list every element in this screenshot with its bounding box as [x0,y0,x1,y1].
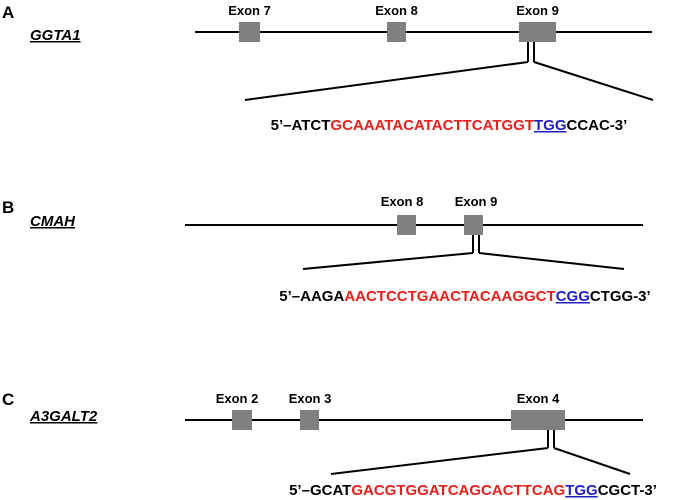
panel-letter-b: B [2,198,14,217]
panel-c: C A3GALT2 Exon 2 Exon 3 Exon 4 5’–GCATGA… [2,390,657,499]
seq-pam-c: TGG [565,482,598,499]
seq-target-c: GACGTGGATCAGCACTTCAG [351,482,565,499]
seq-suffix-a: CCAC-3’ [566,117,627,134]
seq-target-a: GCAAATACATACTTCATGGT [330,117,534,134]
panel-letter-a: A [2,3,14,22]
seq-prefix-b: 5’–AAGA [279,288,344,305]
exon-box-c-2 [232,410,252,430]
seq-suffix-c: CGCT-3’ [598,482,657,499]
exon-label-a-8: Exon 8 [375,3,418,18]
seq-suffix-b: CTGG-3’ [590,288,651,305]
exon-label-c-2: Exon 2 [216,391,259,406]
gene-name-cmah: CMAH [30,213,76,230]
zoom-connector-a [244,42,654,101]
sequence-c: 5’–GCATGACGTGGATCAGCACTTCAGTGGCGCT-3’ [289,482,657,499]
exon-label-c-3: Exon 3 [289,391,332,406]
exon-label-b-9: Exon 9 [455,194,498,209]
exon-box-a-7 [239,22,260,42]
panel-b: B CMAH Exon 8 Exon 9 5’–AAGAAACTCCTGAACT… [2,194,651,305]
seq-pam-a: TGG [534,117,567,134]
exon-label-b-8: Exon 8 [381,194,424,209]
seq-target-b: AACTCCTGAACTACAAGGCT [344,288,555,305]
zoom-connector-b [302,235,625,270]
zoom-connector-c [330,430,631,475]
seq-prefix-c: 5’–GCAT [289,482,351,499]
seq-pam-b: CGG [556,288,590,305]
seq-prefix-a: 5’–ATCT [271,117,331,134]
sequence-a: 5’–ATCTGCAAATACATACTTCATGGTTGGCCAC-3’ [271,117,628,134]
exon-box-b-9 [464,215,483,235]
exon-box-a-9 [519,22,556,42]
exon-label-a-9: Exon 9 [516,3,559,18]
exon-label-a-7: Exon 7 [228,3,271,18]
exon-box-c-3 [300,410,319,430]
exon-label-c-4: Exon 4 [517,391,560,406]
gene-name-a3galt2: A3GALT2 [29,408,98,425]
panel-letter-c: C [2,390,14,409]
exon-box-b-8 [397,215,416,235]
exon-box-a-8 [387,22,406,42]
gene-name-ggta1: GGTA1 [30,27,81,44]
sequence-b: 5’–AAGAAACTCCTGAACTACAAGGCTCGGCTGG-3’ [279,288,650,305]
exon-box-c-4 [511,410,565,430]
panel-a: A GGTA1 Exon 7 Exon 8 Exon 9 5’–ATCTGCAA… [2,3,654,134]
